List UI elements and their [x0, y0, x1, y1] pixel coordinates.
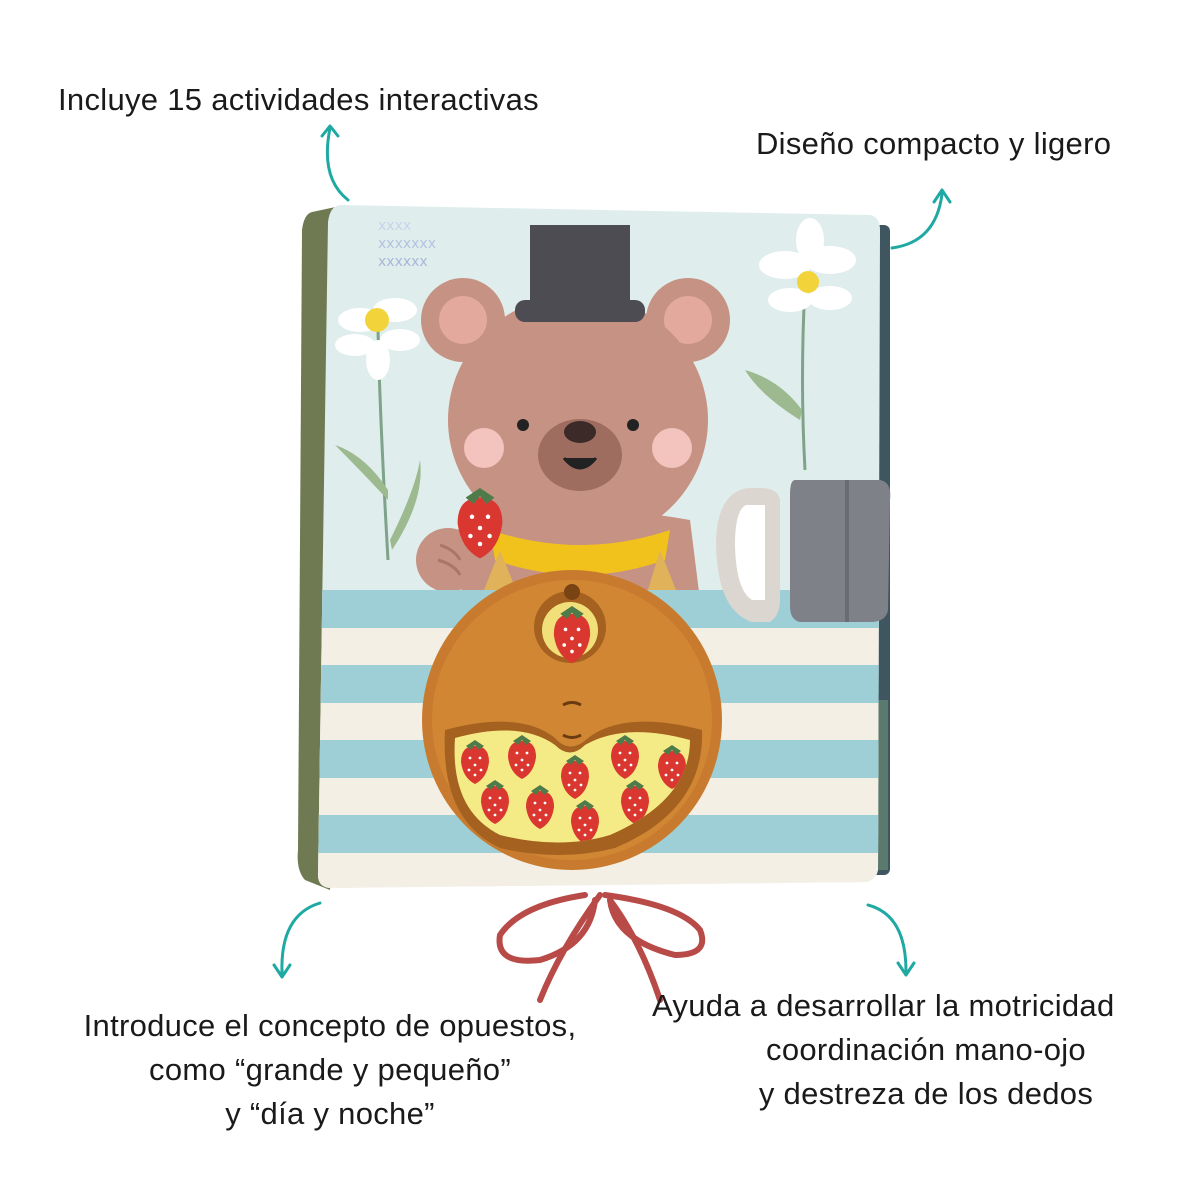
caption-compact-design: Diseño compacto y ligero — [756, 126, 1112, 161]
caption-activities: Incluye 15 actividades interactivas — [58, 82, 539, 117]
strap-ring — [716, 480, 891, 622]
shoelace — [496, 892, 706, 1003]
curved-arrow-down-icon — [866, 903, 916, 977]
caption-motor-skills: Ayuda a desarrollar la motricidad coordi… — [652, 984, 1200, 1116]
svg-text:xxxx: xxxx — [378, 218, 411, 234]
caption-line: como “grande y pequeño” — [149, 1052, 511, 1087]
curved-arrow-down-icon — [272, 901, 322, 979]
teddy-bear-illustration — [416, 225, 730, 600]
spinner-disc — [422, 570, 722, 870]
caption-line: coordinación mano-ojo — [766, 1032, 1086, 1067]
caption-opposites: Introduce el concepto de opuestos, como … — [30, 1004, 630, 1136]
caption-line: Ayuda a desarrollar la motricidad — [652, 988, 1115, 1023]
daisy-flower-icon — [335, 298, 421, 561]
curved-arrow-up-icon — [320, 124, 350, 202]
cross-stitch-decoration: xxxx xxxxxxx xxxxxx — [378, 218, 436, 270]
svg-text:xxxxxxx: xxxxxxx — [378, 236, 436, 252]
curved-arrow-up-icon — [890, 188, 952, 250]
caption-line: y destreza de los dedos — [758, 1076, 1094, 1111]
svg-text:xxxxxx: xxxxxx — [378, 254, 428, 270]
daisy-flower-icon — [745, 218, 856, 471]
caption-line: y “día y noche” — [225, 1096, 435, 1131]
caption-line: Introduce el concepto de opuestos, — [83, 1008, 577, 1043]
